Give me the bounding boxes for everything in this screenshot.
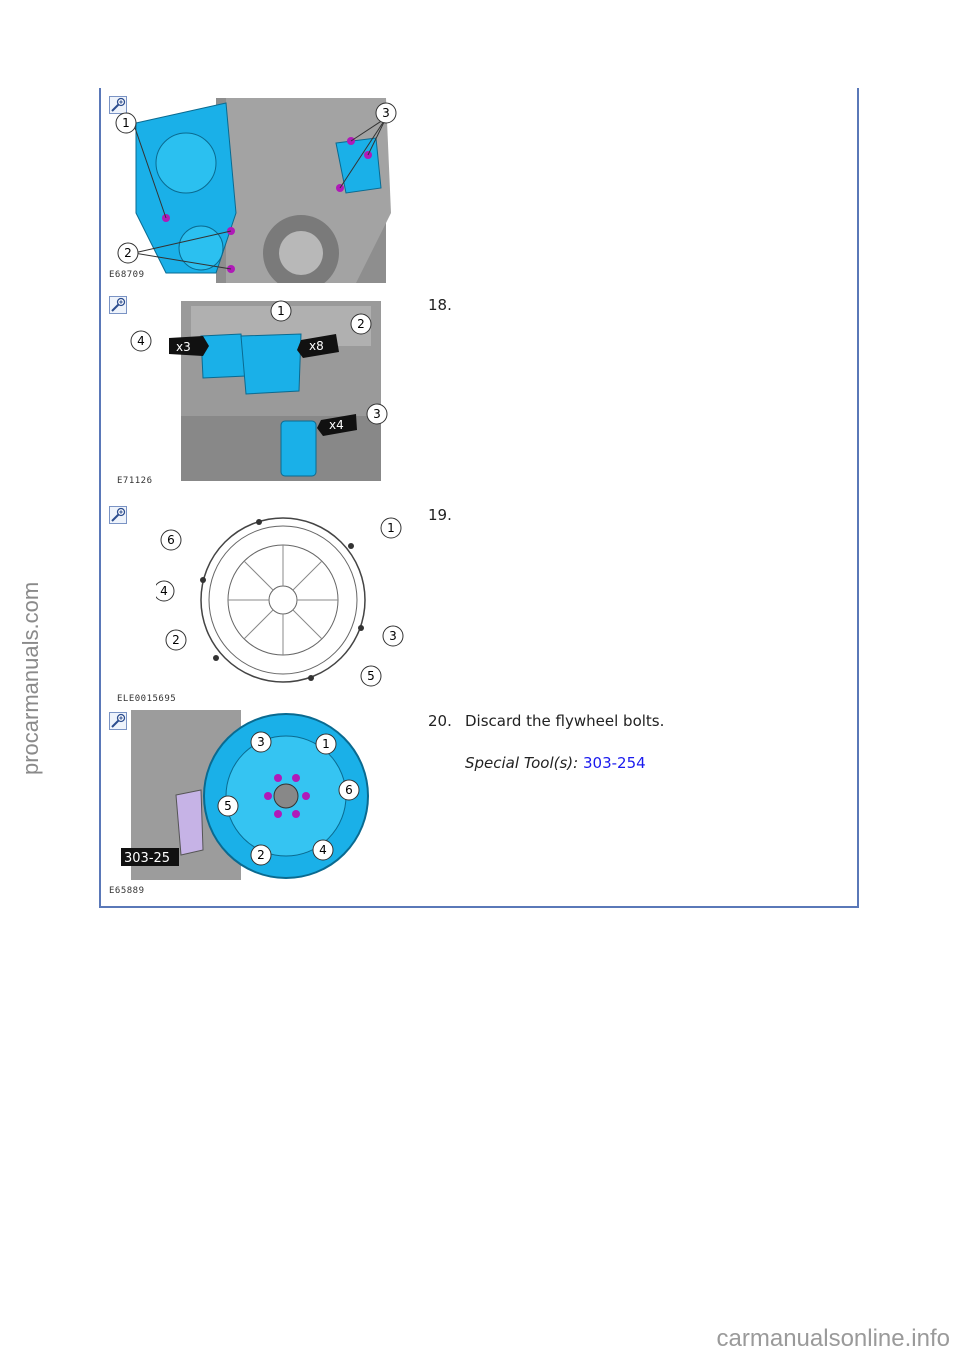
figure-code: E71126 — [117, 476, 153, 486]
flywheel-figure: 303-25 3 1 5 6 2 4 — [121, 710, 369, 880]
special-tools: Special Tool(s): 303-254 — [465, 754, 646, 772]
callout-4: 4 — [160, 584, 168, 598]
callout-2: 2 — [357, 317, 365, 331]
step-number: 19. — [428, 506, 452, 524]
zoom-image-button[interactable] — [109, 506, 127, 524]
step-instruction: Discard the flywheel bolts. — [465, 712, 665, 730]
callout-4: 4 — [319, 843, 327, 857]
step-row-17: 1 2 3 E68709 — [101, 88, 857, 288]
bottom-watermark: carmanualsonline.info — [716, 1325, 950, 1352]
callout-2: 2 — [172, 633, 180, 647]
callout-3: 3 — [389, 629, 397, 643]
callout-3: 3 — [257, 735, 265, 749]
quantity-badge: x8 — [309, 339, 324, 353]
callout-1: 1 — [277, 304, 285, 318]
callout-4: 4 — [137, 334, 145, 348]
step-number: 20. — [428, 712, 452, 730]
callout-3: 3 — [373, 407, 381, 421]
zoom-icon — [111, 507, 126, 522]
special-tools-label: Special Tool(s): — [465, 754, 579, 772]
zoom-icon — [111, 97, 126, 112]
tool-tag: 303-25 — [124, 851, 170, 866]
step-row-19: 6 1 4 3 2 5 ELE0015695 19. — [101, 498, 857, 708]
side-watermark: procarmanuals.com — [18, 581, 43, 775]
procedure-frame: 1 2 3 E68709 x3 x8 — [99, 88, 859, 908]
figure-code: E68709 — [109, 270, 145, 280]
clutch-cover-figure: 6 1 4 3 2 5 — [156, 517, 404, 687]
quantity-badge: x3 — [176, 340, 191, 354]
step-number: 18. — [428, 296, 452, 314]
zoom-image-button[interactable] — [109, 712, 127, 730]
callout-2: 2 — [257, 848, 265, 862]
engine-side-figure: x3 x8 x4 1 2 3 4 — [130, 300, 388, 481]
callout-6: 6 — [345, 783, 353, 797]
zoom-image-button[interactable] — [109, 96, 127, 114]
quantity-badge: x4 — [329, 418, 344, 432]
callout-3: 3 — [382, 106, 390, 120]
special-tool-link[interactable]: 303-254 — [583, 754, 646, 772]
step-row-20: 303-25 3 1 5 6 2 4 E65889 20. Discard th… — [101, 708, 857, 908]
zoom-icon — [111, 297, 126, 312]
callout-1: 1 — [122, 116, 130, 130]
callout-5: 5 — [224, 799, 232, 813]
zoom-icon — [111, 713, 126, 728]
callout-2: 2 — [124, 246, 132, 260]
figure-code: ELE0015695 — [117, 694, 177, 704]
callout-6: 6 — [167, 533, 175, 547]
step-row-18: x3 x8 x4 1 2 3 4 E71126 18. — [101, 288, 857, 498]
callout-5: 5 — [367, 669, 375, 683]
callout-1: 1 — [322, 737, 330, 751]
zoom-image-button[interactable] — [109, 296, 127, 314]
callout-1: 1 — [387, 521, 395, 535]
engine-front-figure: 1 2 3 — [115, 98, 397, 283]
figure-code: E65889 — [109, 886, 145, 896]
